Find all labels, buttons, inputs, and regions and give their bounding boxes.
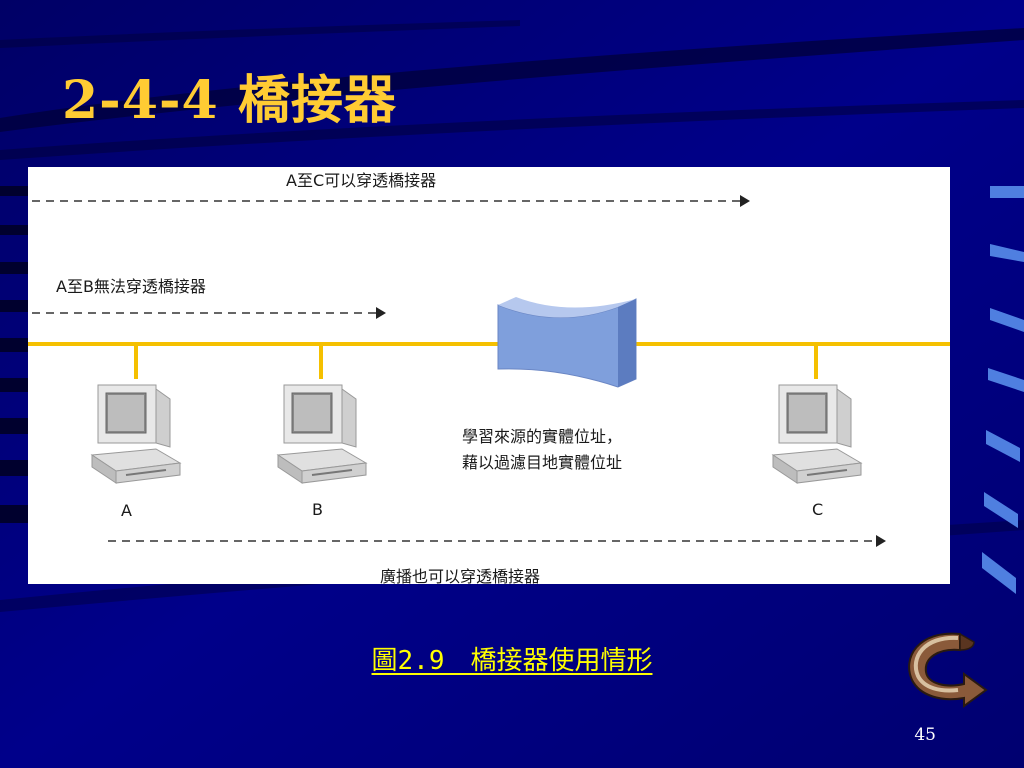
computer-label-a: A xyxy=(121,501,132,520)
bridge-note-line2: 藉以過濾目地實體位址 xyxy=(462,453,623,472)
computer-label-b: B xyxy=(312,500,323,519)
back-navigation-button[interactable] xyxy=(898,628,990,710)
label-a-to-b: A至B無法穿透橋接器 xyxy=(56,277,206,296)
label-broadcast: 廣播也可以穿透橋接器 xyxy=(380,567,541,586)
arrow-broadcast xyxy=(108,535,886,547)
network-backbone xyxy=(28,342,950,379)
slide-title: 2-4-4 橋接器 xyxy=(62,70,397,131)
bridge-device xyxy=(497,297,637,388)
figure-caption: 圖2.9 橋接器使用情形 xyxy=(0,640,1024,677)
computer-label-c: C xyxy=(812,500,824,519)
curved-back-arrow-icon xyxy=(908,632,988,708)
page-number: 45 xyxy=(914,725,936,745)
computer-a-icon xyxy=(90,384,182,484)
label-a-to-c: A至C可以穿透橋接器 xyxy=(286,171,437,190)
bridge-diagram xyxy=(28,195,950,547)
bridge-note-line1: 學習來源的實體位址， xyxy=(462,427,623,446)
computer-b-icon xyxy=(276,384,368,484)
bridge-diagram-panel: A至C可以穿透橋接器 A至B無法穿透橋接器 學習來源的實體位址， 藉以過濾目地實… xyxy=(28,167,950,586)
computer-c-icon xyxy=(771,384,863,484)
figure-caption-text: 圖2.9 橋接器使用情形 xyxy=(371,646,653,676)
arrow-a-to-c xyxy=(32,195,750,207)
arrow-a-to-b xyxy=(32,307,386,319)
